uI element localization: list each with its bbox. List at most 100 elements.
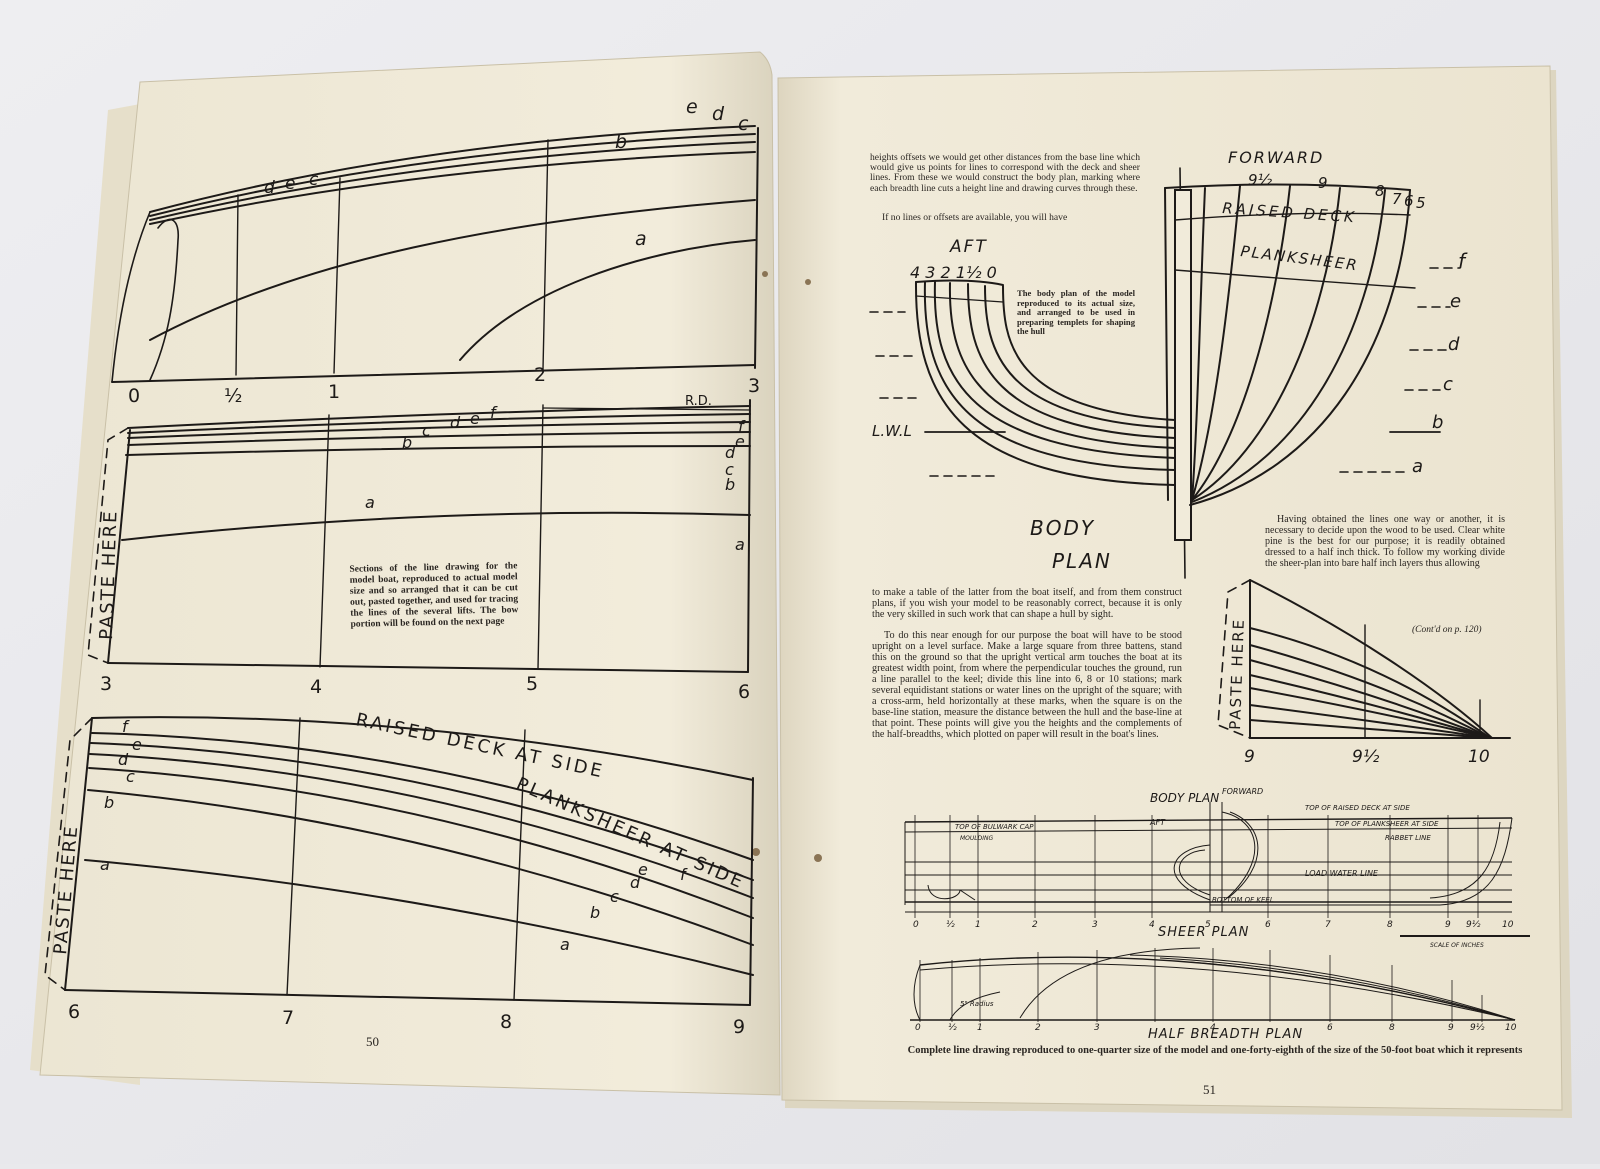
drawing-stroke [44, 717, 93, 991]
top-left-body-text-2: If no lines or offsets are available, yo… [882, 212, 1068, 223]
drawing-stroke [915, 295, 1004, 303]
line-label: c [422, 421, 431, 440]
drawing-stroke [149, 141, 756, 221]
station-number: ½ [946, 920, 955, 930]
scale-label: SCALE OF INCHES [1430, 942, 1484, 949]
bottom-section-drawing [44, 716, 754, 1006]
station-number: 8 [1387, 920, 1393, 930]
waterline-letter: f [1458, 249, 1468, 273]
station-number: ½ [948, 1023, 957, 1033]
drawing-stroke [1174, 269, 1416, 289]
top-section-drawing [111, 125, 759, 383]
staple-hole [762, 271, 768, 277]
drawing-stroke [542, 407, 751, 411]
line-label: d [450, 413, 461, 432]
station-number: 0 [915, 1023, 921, 1033]
sheer-plan-label: SHEER PLAN [1158, 925, 1249, 940]
drawing-stroke [1249, 644, 1491, 739]
aft-label: AFT [949, 237, 988, 257]
drawing-stroke [542, 139, 549, 370]
drawing-group: BODY PLAN FORWARD AFT TOP OF BULWARK CAP… [955, 787, 1484, 1042]
line-label: e [132, 735, 142, 754]
drawing-stroke [111, 364, 756, 383]
drawing-stroke [537, 404, 544, 670]
station-number: 0 [913, 920, 919, 930]
line-label: a [365, 493, 375, 512]
drawing-stroke [1249, 659, 1491, 739]
drawing-stroke [1429, 821, 1501, 899]
drawing-group: 0 ½ 1 2 3 [128, 364, 760, 407]
station-number: 8 [1375, 182, 1385, 200]
right-page [777, 65, 1563, 1111]
waterline-letter: d [1448, 334, 1460, 355]
drawing-stroke [64, 717, 93, 991]
line-label: c [725, 460, 734, 479]
drawing-stroke [1191, 185, 1291, 501]
station-number: 1 [328, 381, 340, 403]
station-number: 5 [1416, 194, 1426, 212]
body-plan-caption: The body plan of the model reproduced to… [1017, 288, 1135, 337]
right-body-text: Having obtained the lines one way or ano… [1265, 514, 1505, 569]
station-number: 2 [1035, 1023, 1041, 1033]
station-number: 9½ [1352, 747, 1380, 767]
drawing-stroke [64, 989, 751, 1006]
small-body-plan-label: BODY PLAN [1150, 791, 1219, 805]
drawing-stroke [914, 281, 1176, 486]
drawing-stroke [149, 133, 756, 217]
aft-stations: 4 3 2 1½ 0 [910, 263, 997, 282]
lwl-small-label: LOAD WATER LINE [1305, 869, 1379, 878]
station-number: 3 [100, 673, 112, 695]
paste-here-label: PASTE HERE [96, 509, 122, 640]
line-label: f [122, 717, 130, 736]
waterline-letter: c [1443, 374, 1453, 395]
drawing-stroke [1174, 189, 1192, 541]
waterline-letter: e [1450, 291, 1461, 312]
drawing-stroke [91, 716, 754, 781]
drawing-stroke [1129, 954, 1516, 1021]
station-number: 9½ [1470, 1023, 1485, 1033]
small-forward-label: FORWARD [1222, 787, 1263, 796]
drawing-stroke [88, 767, 754, 919]
line-label: b [725, 475, 735, 494]
station-number: 9 [1448, 1023, 1454, 1033]
drawing-group [44, 125, 759, 1006]
bulwark-label: TOP OF BULWARK CAP [955, 823, 1034, 831]
drawing-stroke [1210, 817, 1513, 906]
drawing-stroke [107, 662, 749, 673]
drawing-stroke [1249, 719, 1491, 739]
line-label: c [610, 887, 619, 906]
line-label: e [735, 432, 745, 451]
drawing-stroke [1164, 183, 1411, 191]
drawing-stroke [959, 889, 976, 901]
middle-body-text: to make a table of the latter from the b… [872, 587, 1182, 620]
rabbet-label: RABBET LINE [1385, 834, 1431, 842]
station-number: 8 [500, 1011, 512, 1033]
station-number: 9 [1318, 174, 1328, 192]
radius-label: 5" Radius [960, 1000, 994, 1008]
body-plan-title: PLAN [1052, 549, 1112, 573]
drawing-group: R.D. a b c d e f a b c d e f [365, 394, 746, 554]
drawing-stroke [89, 753, 754, 899]
top-left-body-text: heights offsets we would get other dista… [870, 152, 1140, 194]
drawing-group [914, 815, 1479, 918]
drawing-stroke [1189, 961, 1516, 1021]
station-number: 6 [1404, 192, 1414, 210]
drawing-stroke [87, 427, 129, 664]
station-number: 9 [733, 1016, 745, 1038]
line-label: a [560, 935, 570, 954]
drawing-stroke [967, 283, 1176, 439]
drawing-stroke [1173, 844, 1211, 901]
drawing-stroke [984, 285, 1176, 429]
drawing-group: 0 ½ 1 2 3 4 5 6 7 8 9 9½ 10 [913, 920, 1514, 930]
line-label: f [680, 865, 688, 884]
drawing-stroke [333, 177, 341, 374]
drawing-stroke [1249, 704, 1491, 739]
lwl-label: L.W.L [872, 422, 912, 440]
drawing-stroke [904, 817, 1513, 823]
drawing-stroke [1249, 579, 1493, 739]
staple-hole [805, 279, 811, 285]
drawing-stroke [1191, 185, 1241, 501]
line-label: a [100, 855, 110, 874]
line-label: d [712, 103, 725, 125]
